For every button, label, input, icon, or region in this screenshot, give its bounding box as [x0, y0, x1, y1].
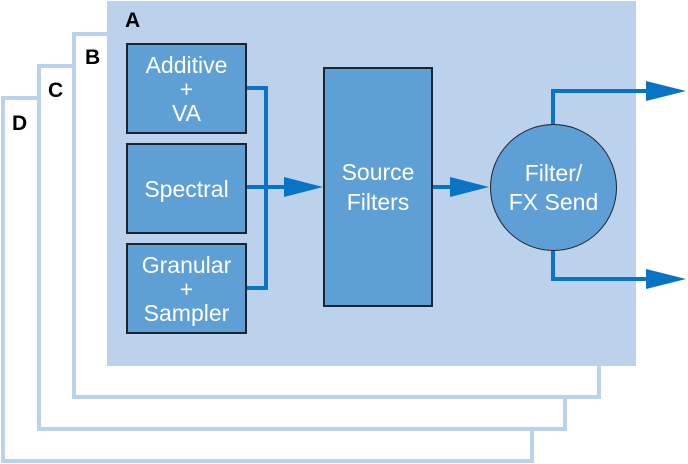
source-label: Source: [341, 159, 415, 185]
fx-send-label: FX Send: [508, 188, 599, 215]
layer-c-label: C: [48, 79, 64, 102]
granular-sampler-block: Granular + Sampler: [126, 243, 247, 334]
additive-va-block: Additive + VA: [126, 43, 247, 134]
additive-plus: +: [179, 75, 194, 102]
filters-label: Filters: [346, 189, 410, 215]
source-filters-block: Source Filters: [323, 67, 433, 307]
layer-a-label: A: [125, 9, 141, 32]
arrow-output-bottom: [646, 269, 686, 289]
arrow-to-source-filters: [284, 177, 323, 197]
granular-plus: +: [179, 275, 194, 302]
layer-b-label: B: [85, 46, 101, 69]
filter-label: Filter/: [524, 159, 583, 186]
sampler-label: Sampler: [143, 299, 230, 326]
additive-label: Additive: [145, 51, 228, 78]
spectral-block: Spectral: [126, 143, 247, 234]
granular-label: Granular: [141, 251, 232, 278]
filter-fx-send-node: Filter/ FX Send: [490, 124, 617, 251]
wire-out-bottom: [551, 251, 650, 281]
spectral-label: Spectral: [144, 175, 229, 202]
layer-d-label: D: [12, 112, 28, 135]
va-label: VA: [172, 99, 201, 126]
arrow-output-top: [646, 81, 686, 101]
wire-out-top: [551, 89, 650, 124]
arrow-to-filter-send: [450, 177, 489, 197]
